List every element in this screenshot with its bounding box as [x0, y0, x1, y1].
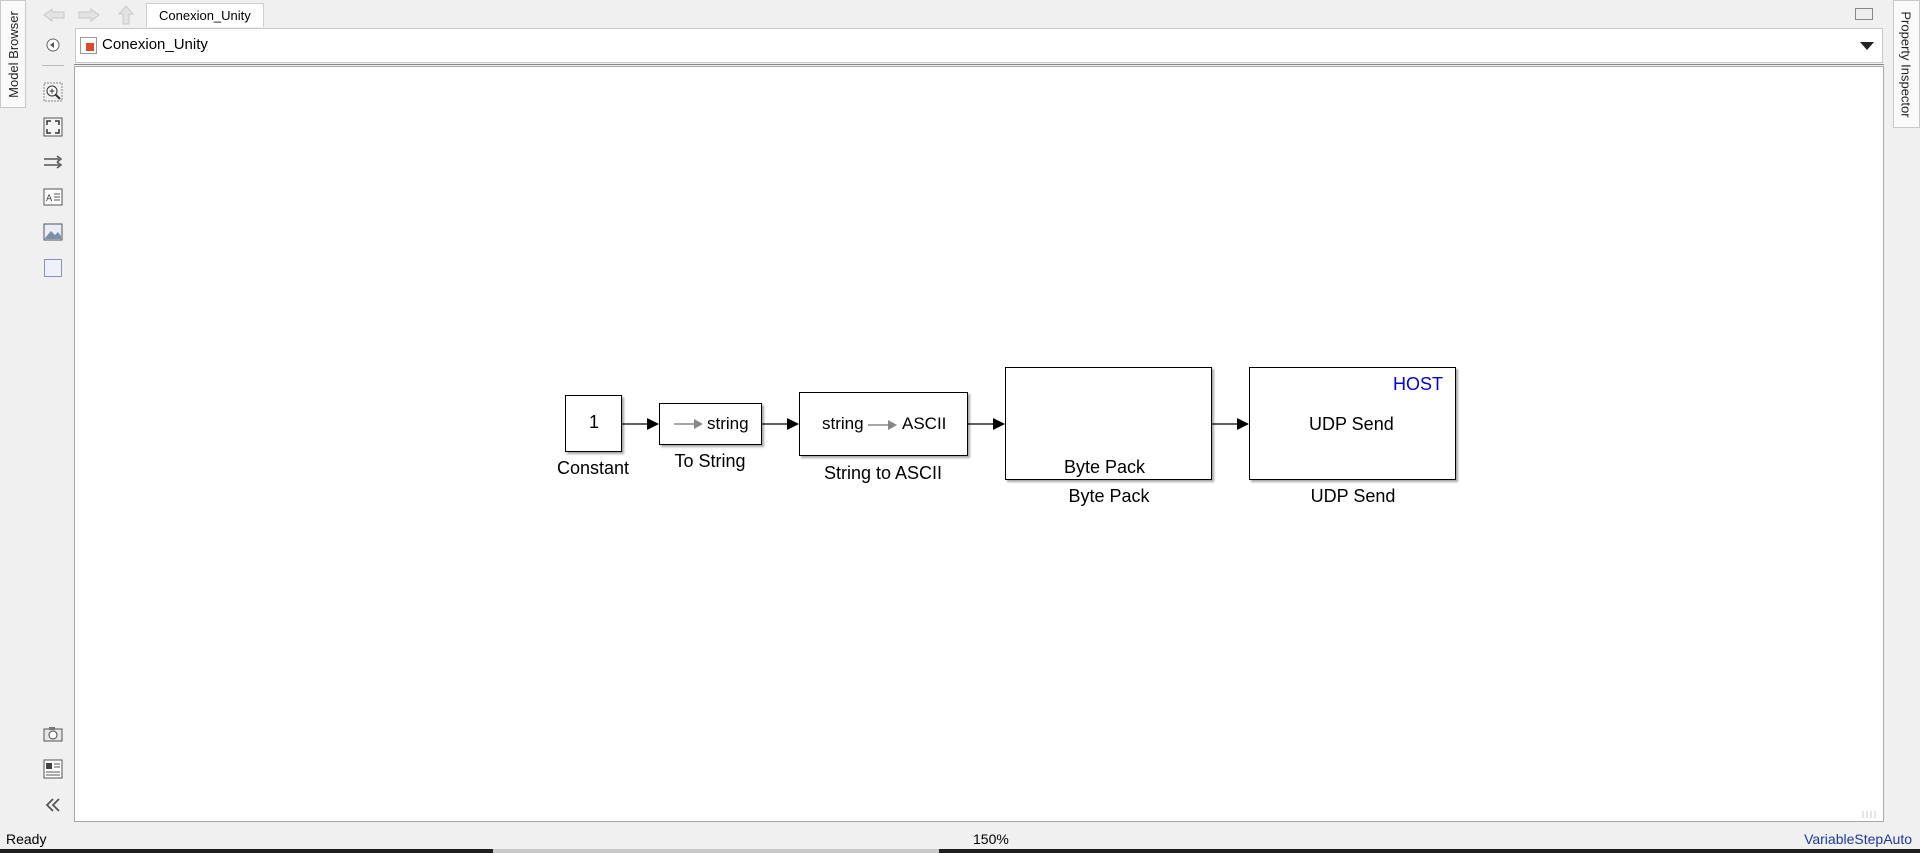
- status-ready: Ready: [6, 831, 47, 847]
- status-bar: Ready 150% VariableStepAuto: [0, 827, 1920, 853]
- nav-forward-button[interactable]: [75, 4, 103, 26]
- zoom-in-button[interactable]: [43, 82, 63, 102]
- arrow-up-icon: [118, 5, 134, 25]
- arrow-right-icon: [674, 419, 703, 429]
- arrow-right-icon: [868, 420, 897, 430]
- keyboard-icon[interactable]: [1855, 8, 1873, 20]
- to-string-block[interactable]: string: [659, 403, 762, 445]
- signal-route-button[interactable]: [43, 152, 63, 172]
- host-tag: HOST: [1393, 374, 1444, 394]
- to-string-text: string: [707, 414, 749, 433]
- model-browser-tab[interactable]: Model Browser: [0, 0, 26, 108]
- resize-grip-icon: [1862, 811, 1876, 818]
- udp-send-block[interactable]: HOST UDP Send: [1249, 367, 1456, 480]
- toolbar-divider: [42, 65, 64, 66]
- nav-up-button[interactable]: [112, 4, 140, 26]
- udp-send-label[interactable]: UDP Send: [1310, 486, 1396, 506]
- area-icon: [44, 259, 62, 277]
- collapse-icon: [45, 798, 60, 812]
- fit-view-button[interactable]: [43, 117, 63, 137]
- annotation-icon: A: [43, 188, 63, 206]
- screenshot-button[interactable]: [43, 724, 63, 744]
- model-browser-label: Model Browser: [5, 10, 21, 98]
- zoom-level[interactable]: 150%: [973, 831, 1009, 847]
- byte-pack-text: Byte Pack: [1064, 457, 1146, 477]
- collapse-button[interactable]: [43, 795, 63, 815]
- byte-pack-label[interactable]: Byte Pack: [1068, 486, 1150, 506]
- image-icon: [43, 223, 63, 241]
- area-button[interactable]: [43, 258, 63, 278]
- address-bar[interactable]: Conexion_Unity: [75, 28, 1883, 63]
- constant-label[interactable]: Constant: [556, 458, 630, 478]
- property-inspector-label: Property Inspector: [1899, 10, 1914, 118]
- string-to-ascii-output: ASCII: [902, 414, 947, 433]
- model-icon: [80, 37, 97, 54]
- solver-link[interactable]: VariableStepAuto: [1804, 831, 1912, 847]
- zoom-in-icon: [43, 82, 63, 102]
- diagram-canvas[interactable]: 1 Constant string To String string ASCII…: [74, 66, 1884, 822]
- string-to-ascii-label[interactable]: String to ASCII: [823, 463, 943, 483]
- byte-pack-block[interactable]: Byte Pack: [1005, 367, 1212, 480]
- taskbar-strip: [0, 849, 1920, 853]
- tab-label: Conexion_Unity: [159, 8, 251, 23]
- back-button[interactable]: [43, 35, 63, 55]
- arrow-left-icon: [43, 8, 65, 22]
- chevron-down-icon[interactable]: [1860, 42, 1874, 50]
- string-to-ascii-input: string: [822, 414, 864, 433]
- nav-back-button[interactable]: [40, 4, 68, 26]
- fit-view-icon: [43, 117, 63, 137]
- back-icon: [46, 38, 60, 52]
- arrow-right-icon: [78, 8, 100, 22]
- canvas-border: [74, 64, 1884, 65]
- constant-block[interactable]: 1: [565, 395, 622, 452]
- signal-route-icon: [44, 155, 63, 169]
- breadcrumb[interactable]: Conexion_Unity: [102, 36, 208, 53]
- svg-text:A: A: [46, 194, 53, 204]
- tab-conexion-unity[interactable]: Conexion_Unity: [146, 3, 264, 27]
- taskbar-highlight: [493, 849, 939, 853]
- screenshot-icon: [43, 727, 63, 742]
- report-icon: [43, 759, 63, 779]
- string-to-ascii-block[interactable]: string ASCII: [799, 392, 968, 456]
- report-button[interactable]: [43, 759, 63, 779]
- property-inspector-tab[interactable]: Property Inspector: [1893, 0, 1920, 128]
- image-button[interactable]: [43, 222, 63, 242]
- to-string-label[interactable]: To String: [674, 451, 746, 471]
- udp-send-text: UDP Send: [1309, 414, 1394, 434]
- signal-lines: [622, 418, 1249, 430]
- annotation-button[interactable]: A: [43, 187, 63, 207]
- constant-value: 1: [589, 412, 600, 432]
